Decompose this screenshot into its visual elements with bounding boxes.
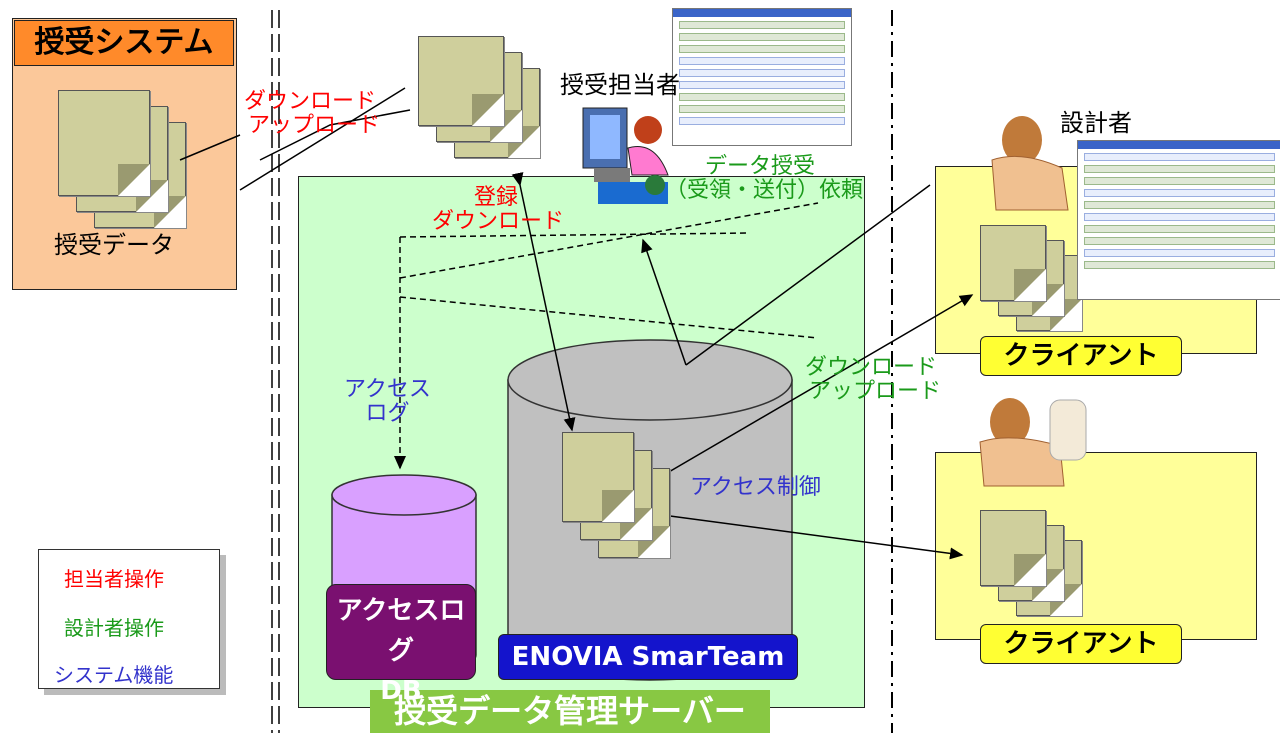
left-system-title: 授受システム: [14, 20, 234, 66]
data-request-line1: データ授受: [705, 154, 816, 179]
operator-label: 授受担当者: [560, 71, 680, 99]
server-title: 授受データ管理サーバー: [370, 690, 770, 733]
legend-box: [38, 549, 220, 689]
access-log-line1: アクセス: [344, 377, 431, 402]
client2-doc-1: [980, 510, 1046, 586]
legend-system: システム機能: [54, 663, 174, 687]
client-label-1: クライアント: [980, 336, 1182, 376]
legend-designer: 設計者操作: [64, 616, 164, 640]
download-green: ダウンロード: [805, 355, 938, 380]
access-log-line2: ログ: [365, 401, 410, 427]
solid-lines: [179, 87, 974, 560]
designer-figure-2: [979, 398, 1087, 487]
access-log-label: アクセス ログ: [344, 377, 431, 427]
download-label: ダウンロード: [432, 209, 565, 235]
client-label-2: クライアント: [980, 624, 1182, 664]
download-red: ダウンロード: [244, 89, 377, 114]
legend-operator: 担当者操作: [64, 567, 164, 591]
designer-figure-1: [991, 116, 1069, 211]
register-download: 登録 ダウンロード: [432, 185, 565, 235]
operator-figure: [582, 107, 669, 204]
designer-label: 設計者: [1060, 109, 1132, 137]
left-doc-1: [58, 90, 150, 196]
upload-red: アップロード: [248, 113, 381, 139]
access-log-db-line2: DB: [380, 676, 422, 706]
upload-green: アップロード: [809, 379, 942, 405]
cyl-doc-1: [562, 432, 634, 522]
data-request-line2: （受領・送付）依頼: [665, 178, 864, 204]
download-upload-red: ダウンロード アップロード: [244, 89, 381, 139]
left-system-caption: 授受データ: [54, 231, 174, 259]
operator-screen-thumbnail: [672, 8, 852, 146]
data-request: データ授受 （受領・送付）依頼: [665, 154, 864, 204]
top-doc-1: [418, 36, 504, 126]
access-log-db-line1: アクセスログ: [336, 596, 466, 666]
designer-screen-thumbnail: [1077, 140, 1280, 300]
client1-doc-1: [980, 225, 1046, 301]
download-upload-green: ダウンロード アップロード: [805, 355, 942, 405]
register-label: 登録: [474, 185, 519, 210]
smarteam-label: ENOVIA SmarTeam: [498, 634, 798, 680]
access-log-db-label: アクセスログ DB: [326, 584, 476, 706]
left-separator: [271, 10, 280, 733]
access-control-label: アクセス制御: [690, 475, 821, 500]
